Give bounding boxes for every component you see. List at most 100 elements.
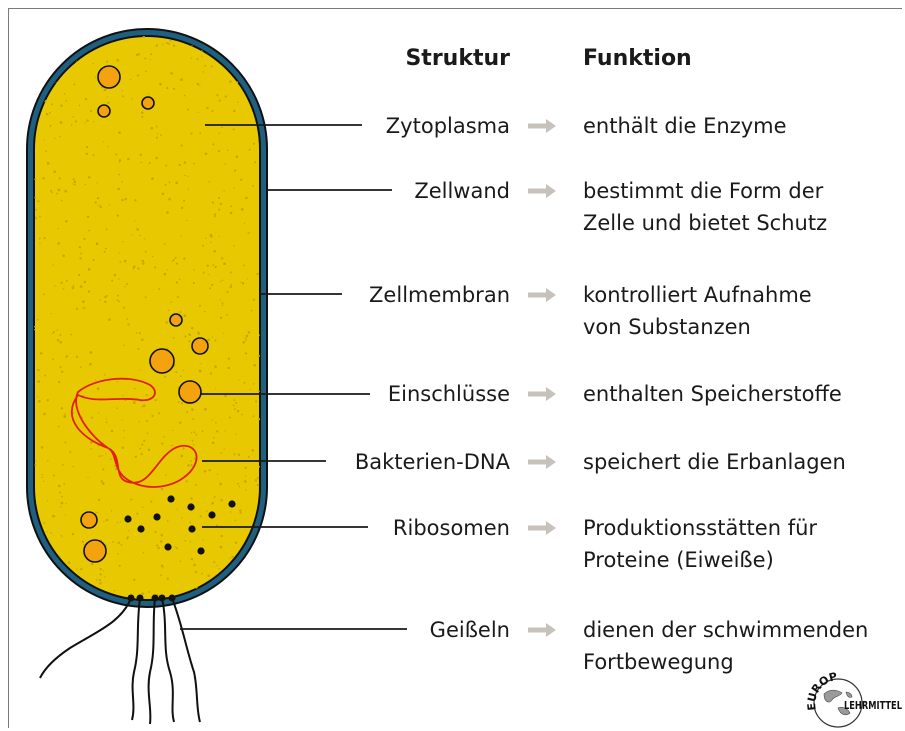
cytoplasm-speckle [65,100,67,102]
cytoplasm-speckle [233,110,236,113]
cytoplasm-speckle [238,454,240,456]
cytoplasm-speckle [106,228,108,230]
structure-label: Geißeln [430,618,510,642]
cytoplasm-speckle [119,565,121,567]
cytoplasm-speckle [136,54,139,57]
cytoplasm-speckle [224,395,227,398]
cytoplasm-speckle [46,113,49,116]
cytoplasm-speckle [64,190,67,193]
cytoplasm-speckle [45,150,47,152]
cytoplasm-speckle [50,190,52,192]
cytoplasm-speckle [44,237,46,239]
cytoplasm-speckle [210,241,211,242]
cytoplasm-speckle [59,177,61,179]
cytoplasm-speckle [125,286,126,287]
cytoplasm-speckle [239,486,241,488]
cytoplasm-speckle [58,381,60,383]
cytoplasm-speckle [111,430,114,433]
flagellum [172,598,200,722]
cytoplasm-speckle [74,84,76,86]
cytoplasm-speckle [161,488,164,491]
cytoplasm-speckle [123,437,124,438]
cytoplasm-speckle [143,552,144,553]
ribosome [164,543,171,550]
cytoplasm-speckle [98,499,100,501]
table-row: Zytoplasmaenthält die Enzyme [386,114,787,138]
cytoplasm-speckle [57,36,60,39]
cytoplasm-speckle [244,569,246,571]
cytoplasm-speckle [121,420,122,421]
cytoplasm-speckle [98,205,99,206]
cytoplasm-speckle [60,104,62,106]
cytoplasm-speckle [73,285,74,286]
cytoplasm-speckle [237,102,239,104]
flagellum [149,598,155,724]
cytoplasm-speckle [127,323,129,325]
cytoplasm-speckle [193,444,195,446]
cytoplasm-speckle [39,585,41,587]
cytoplasm-speckle [203,540,204,541]
cytoplasm-speckle [252,185,254,187]
cytoplasm-speckle [120,521,121,522]
cytoplasm-speckle [191,408,194,411]
cytoplasm-speckle [212,442,215,445]
cytoplasm-speckle [183,447,185,449]
cytoplasm-speckle [65,356,67,358]
cytoplasm-speckle [150,53,152,55]
cytoplasm-speckle [95,77,96,78]
cytoplasm-speckle [135,456,137,458]
inclusion [142,97,154,109]
cytoplasm-speckle [86,146,88,148]
cytoplasm-speckle [58,426,60,428]
cytoplasm-speckle [148,163,149,164]
cytoplasm-speckle [221,257,223,259]
cytoplasm-speckle [183,314,186,317]
cytoplasm-speckle [201,363,202,364]
cytoplasm-speckle [173,45,175,47]
cytoplasm-speckle [224,163,226,165]
cytoplasm-speckle [164,273,167,276]
cytoplasm-speckle [73,178,75,180]
cytoplasm-speckle [145,251,147,253]
cytoplasm-speckle [183,257,185,259]
cytoplasm-speckle [137,74,139,76]
cytoplasm-speckle [104,374,106,376]
cytoplasm-speckle [59,341,62,344]
cytoplasm-speckle [190,460,192,462]
cytoplasm-speckle [66,503,67,504]
cytoplasm-speckle [117,381,118,382]
cytoplasm-speckle [206,107,208,109]
cytoplasm-speckle [234,408,236,410]
cytoplasm-speckle [151,177,154,180]
cytoplasm-speckle [121,199,123,201]
cytoplasm-speckle [87,216,90,219]
cytoplasm-speckle [104,88,107,91]
cytoplasm-speckle [142,506,144,508]
cytoplasm-speckle [117,522,118,523]
cytoplasm-speckle [159,83,162,86]
cytoplasm-speckle [172,261,173,262]
cytoplasm-speckle [84,307,86,309]
cytoplasm-speckle [181,517,183,519]
cytoplasm-speckle [207,339,210,342]
cytoplasm-speckle [40,576,42,578]
cytoplasm-speckle [36,36,38,38]
cytoplasm-speckle [233,245,235,247]
cytoplasm-speckle [47,460,49,462]
cytoplasm-speckle [84,122,85,123]
cytoplasm-speckle [191,327,194,330]
cytoplasm-speckle [201,573,203,575]
cytoplasm-speckle [111,510,112,511]
cytoplasm-speckle [207,265,209,267]
cytoplasm-speckle [143,404,146,407]
cytoplasm-speckle [57,228,58,229]
cytoplasm-speckle [241,208,244,211]
cytoplasm-speckle [230,286,233,289]
cytoplasm-speckle [72,466,74,468]
cytoplasm-speckle [76,308,78,310]
cytoplasm-speckle [230,272,232,274]
cytoplasm-speckle [121,544,123,546]
cytoplasm-speckle [210,372,212,374]
cytoplasm-speckle [199,305,201,307]
cytoplasm-speckle [72,116,73,117]
